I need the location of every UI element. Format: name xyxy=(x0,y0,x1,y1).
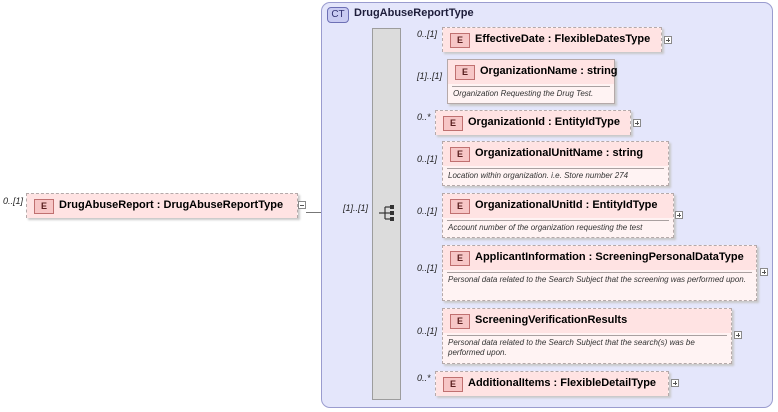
child-element-header xyxy=(443,142,668,166)
child-element-organizational-unit-name[interactable]: E OrganizationalUnitName : string Locati… xyxy=(442,141,669,186)
root-element-drug-abuse-report[interactable]: E DrugAbuseReport : DrugAbuseReportType xyxy=(26,193,298,218)
child-element-documentation: Location within organization. i.e. Store… xyxy=(448,171,629,180)
child-occurrence: 0..[1] xyxy=(417,154,438,164)
sequence-bar xyxy=(372,28,401,400)
child-occurrence: 0..[1] xyxy=(417,263,438,273)
root-element-header xyxy=(27,194,297,218)
child-element-name: OrganizationalUnitName : string xyxy=(475,147,644,159)
child-occurrence: [1]..[1] xyxy=(417,71,443,81)
child-element-name: EffectiveDate : FlexibleDatesType xyxy=(475,33,651,45)
complex-type-badge: CT xyxy=(327,7,349,23)
child-element-name: OrganizationName : string xyxy=(480,65,618,77)
child-element-screening-verification-results[interactable]: E ScreeningVerificationResults Personal … xyxy=(442,308,732,364)
child-element-organization-id[interactable]: E OrganizationId : EntityIdType xyxy=(435,110,631,135)
child-element-header xyxy=(443,246,756,270)
element-badge: E xyxy=(443,377,463,392)
child-element-name: AdditionalItems : FlexibleDetailType xyxy=(468,377,657,389)
child-occurrence: 0..[1] xyxy=(417,29,438,39)
child-occurrence: 0..* xyxy=(417,373,431,383)
expand-icon[interactable] xyxy=(664,36,672,44)
element-badge: E xyxy=(450,199,470,214)
child-element-header xyxy=(443,309,731,333)
sequence-occurrence: [1]..[1] xyxy=(343,203,369,213)
collapse-icon[interactable] xyxy=(298,201,306,209)
element-badge: E xyxy=(450,251,470,266)
child-element-documentation: Organization Requesting the Drug Test. xyxy=(453,89,594,98)
child-element-name: OrganizationalUnitId : EntityIdType xyxy=(475,199,658,211)
child-occurrence: 0..* xyxy=(417,112,431,122)
doc-separator xyxy=(447,168,664,169)
child-element-name: ScreeningVerificationResults xyxy=(475,314,628,326)
doc-separator xyxy=(447,272,752,273)
child-element-additional-items[interactable]: E AdditionalItems : FlexibleDetailType xyxy=(435,371,669,396)
child-element-name: OrganizationId : EntityIdType xyxy=(468,116,620,128)
expand-icon[interactable] xyxy=(734,331,742,339)
child-element-header xyxy=(443,28,661,52)
doc-separator xyxy=(447,335,727,336)
expand-icon[interactable] xyxy=(675,211,683,219)
child-element-header xyxy=(436,111,630,135)
element-badge: E xyxy=(450,33,470,48)
element-badge: E xyxy=(450,314,470,329)
child-occurrence: 0..[1] xyxy=(417,326,438,336)
root-element-name: DrugAbuseReport : DrugAbuseReportType xyxy=(59,199,284,211)
root-occurrence: 0..[1] xyxy=(3,196,24,206)
sequence-icon xyxy=(379,205,394,221)
expand-icon[interactable] xyxy=(671,379,679,387)
child-element-organizational-unit-id[interactable]: E OrganizationalUnitId : EntityIdType Ac… xyxy=(442,193,674,238)
child-element-documentation: Account number of the organization reque… xyxy=(448,223,643,232)
doc-separator xyxy=(452,86,610,87)
child-element-documentation: Personal data related to the Search Subj… xyxy=(448,338,695,357)
child-element-header xyxy=(448,60,614,84)
child-element-organization-name[interactable]: E OrganizationName : string Organization… xyxy=(447,59,618,104)
child-element-name: ApplicantInformation : ScreeningPersonal… xyxy=(475,251,744,263)
child-element-header xyxy=(436,372,668,396)
doc-separator xyxy=(447,220,669,221)
child-element-documentation: Personal data related to the Search Subj… xyxy=(448,275,746,284)
expand-icon[interactable] xyxy=(633,119,641,127)
child-element-header xyxy=(443,194,673,218)
child-occurrence: 0..[1] xyxy=(417,206,438,216)
complex-type-title: DrugAbuseReportType xyxy=(354,7,474,19)
element-badge: E xyxy=(443,116,463,131)
child-element-applicant-information[interactable]: E ApplicantInformation : ScreeningPerson… xyxy=(442,245,757,301)
expand-icon[interactable] xyxy=(760,268,768,276)
element-badge: E xyxy=(450,147,470,162)
element-badge: E xyxy=(455,65,475,80)
child-element-effective-date[interactable]: E EffectiveDate : FlexibleDatesType xyxy=(442,27,662,52)
element-badge: E xyxy=(34,199,54,214)
